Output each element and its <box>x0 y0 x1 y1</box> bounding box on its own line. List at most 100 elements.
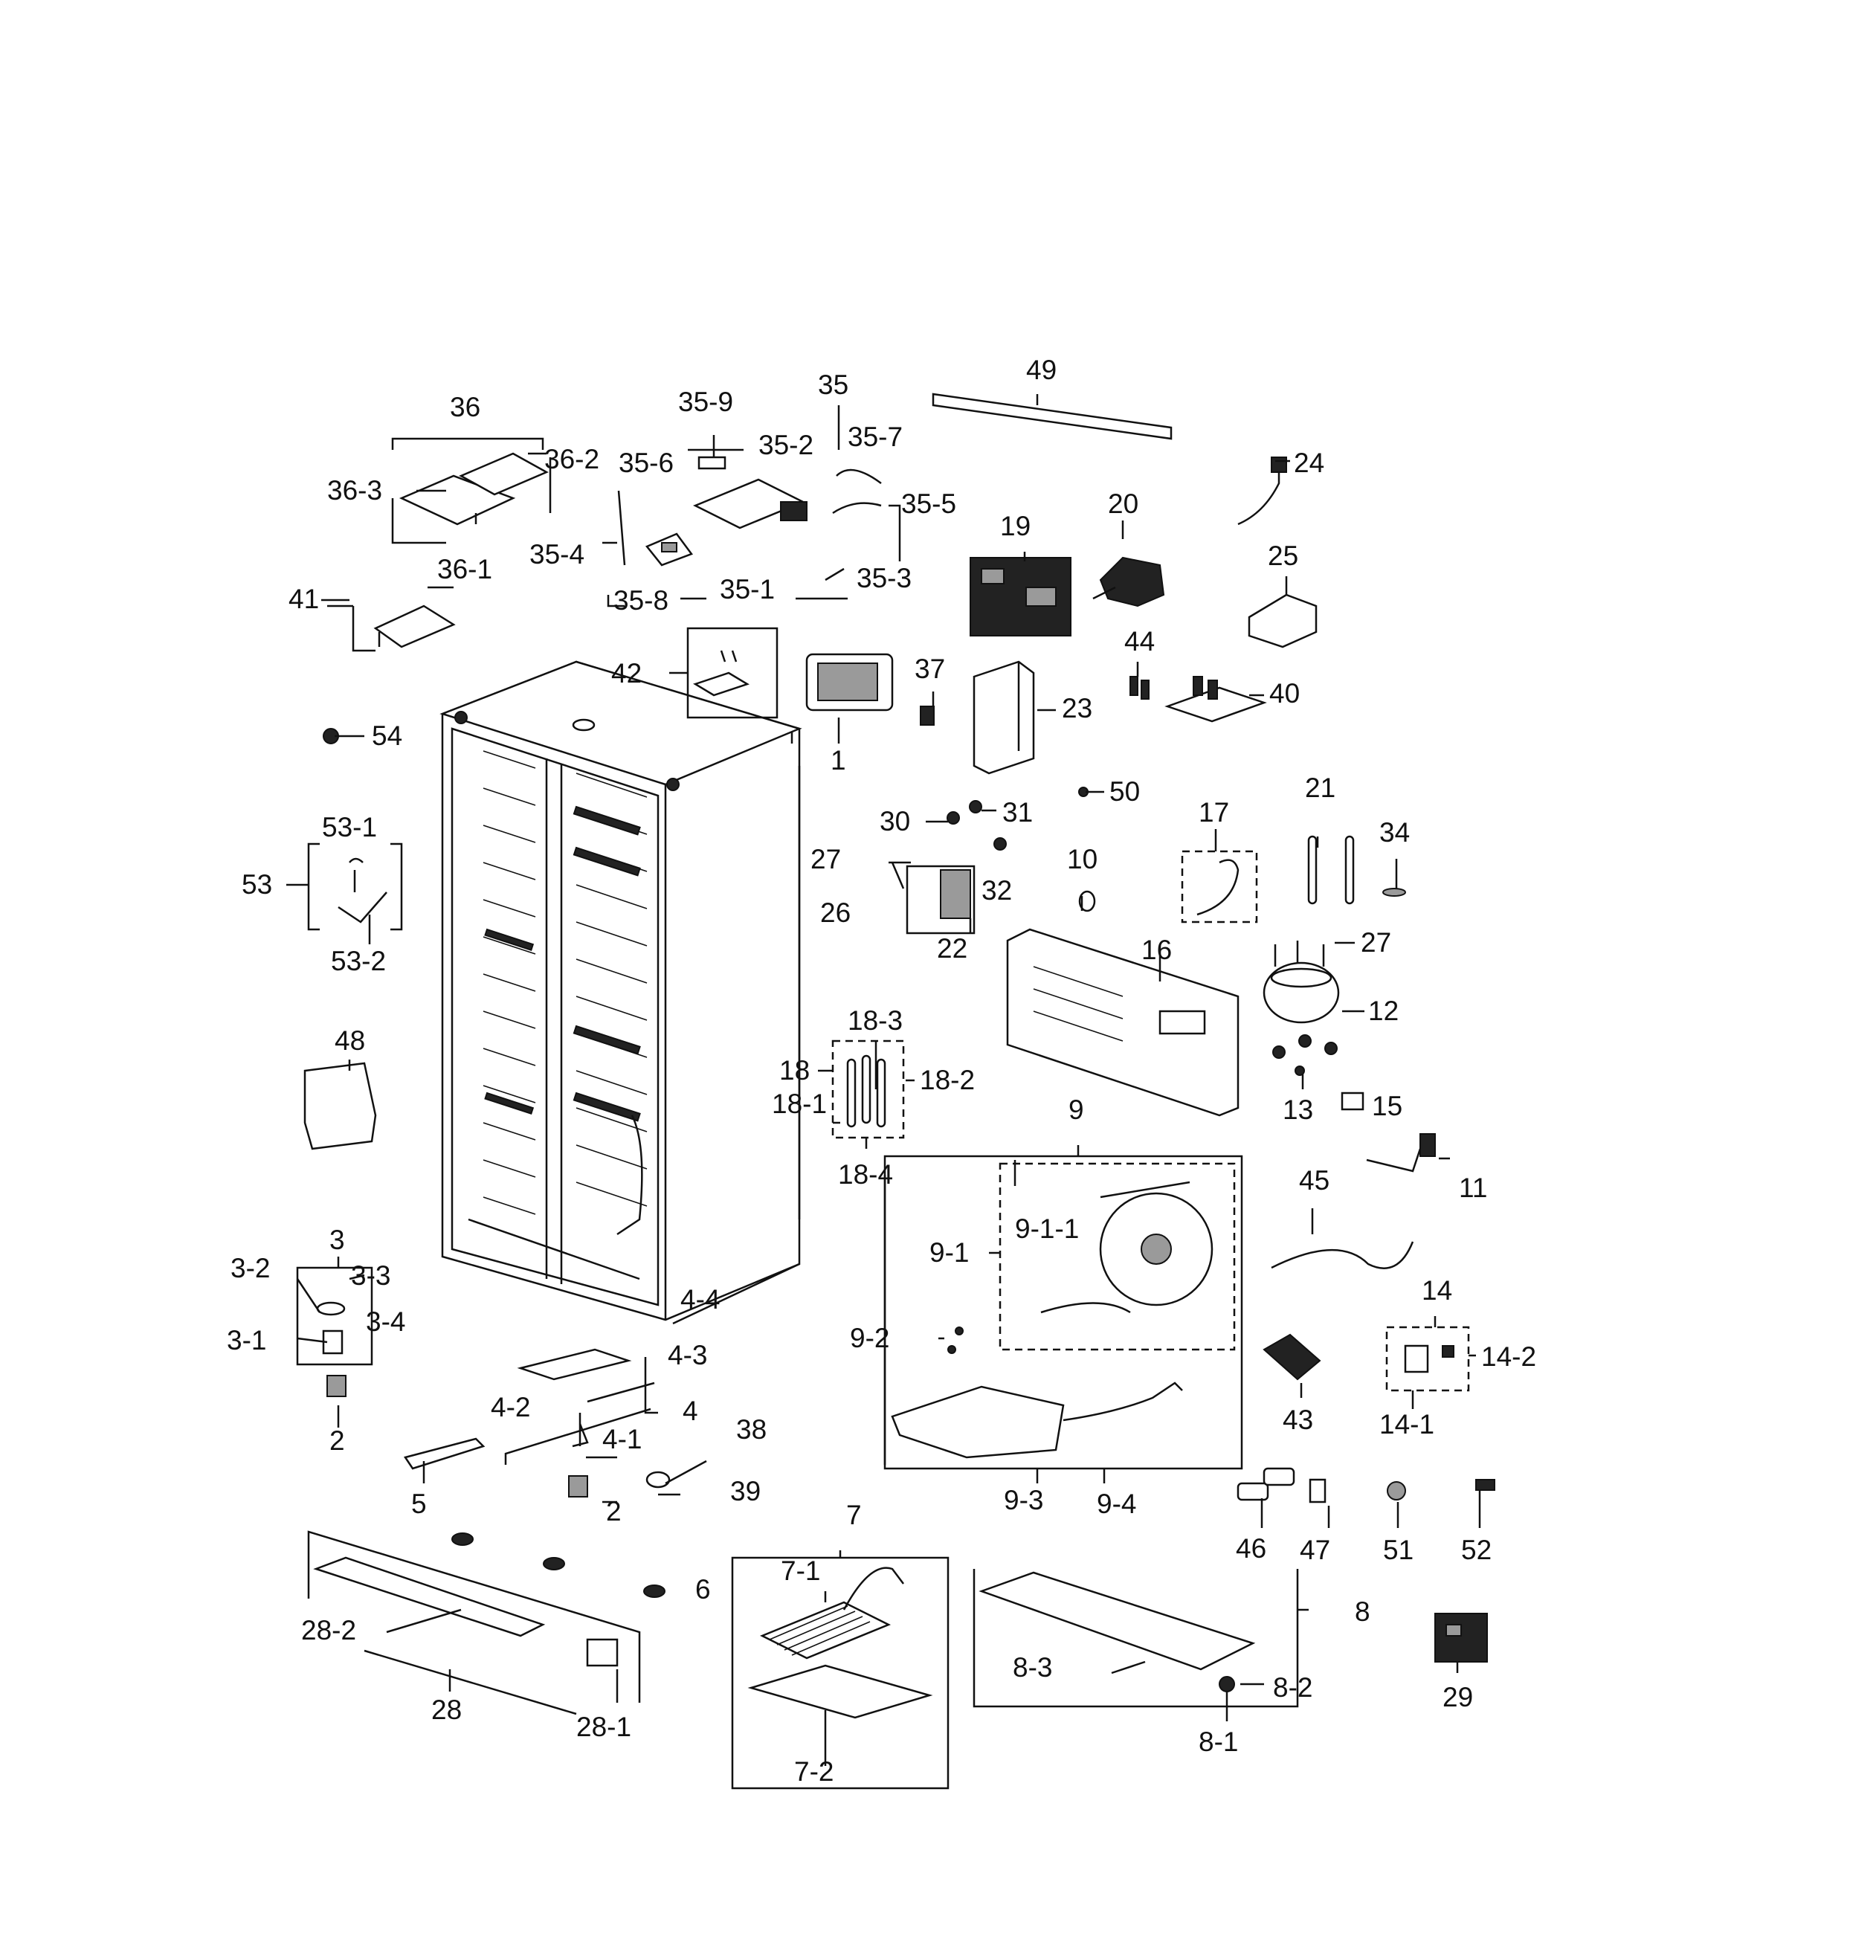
label-36-2: 36-2 <box>544 444 599 474</box>
part-19-main-pcb <box>970 557 1071 636</box>
part-11-harness <box>1366 1133 1436 1173</box>
label-35-4: 35-4 <box>529 539 584 570</box>
label-26: 26 <box>820 897 851 928</box>
label-18-3: 18-3 <box>848 1005 903 1036</box>
part-6-foot <box>451 1532 665 1598</box>
label-45: 45 <box>1299 1165 1329 1196</box>
label-10: 10 <box>1067 844 1097 874</box>
label-8-1: 8-1 <box>1199 1727 1238 1757</box>
part-53-clamp <box>307 842 403 931</box>
part-43-pcb <box>1263 1333 1321 1381</box>
part-45-wire <box>1271 1241 1414 1269</box>
part-14-valve <box>1385 1326 1470 1392</box>
part-20-damper <box>1092 556 1165 607</box>
part-34-filter <box>1382 888 1406 897</box>
label-8-3: 8-3 <box>1013 1652 1052 1683</box>
label-28: 28 <box>431 1695 462 1725</box>
part-36-cover-assembly <box>399 452 549 526</box>
part-30-31-32-50-fasteners <box>947 787 1089 851</box>
label-14: 14 <box>1422 1275 1452 1306</box>
label-7-2: 7-2 <box>794 1756 834 1787</box>
label-7: 7 <box>846 1500 862 1530</box>
part-10-plug <box>1078 890 1096 912</box>
label-23: 23 <box>1062 693 1092 723</box>
part-8-base-plate <box>973 1569 1299 1708</box>
label-50: 50 <box>1109 776 1140 807</box>
label-42: 42 <box>611 658 642 689</box>
label-7-1: 7-1 <box>781 1556 820 1586</box>
part-49-gasket-strip <box>932 393 1173 440</box>
part-38-39-roller <box>645 1471 671 1489</box>
part-51-nut <box>1387 1481 1406 1500</box>
label-35-5: 35-5 <box>901 489 956 519</box>
part-5-cover <box>403 1437 486 1470</box>
label-17: 17 <box>1199 797 1229 828</box>
label-40: 40 <box>1269 678 1300 709</box>
label-18-4: 18-4 <box>838 1159 893 1190</box>
label-9-4: 9-4 <box>1097 1489 1136 1519</box>
label-43: 43 <box>1283 1405 1313 1435</box>
label-19: 19 <box>1000 511 1031 541</box>
label-35: 35 <box>818 370 848 400</box>
label-3: 3 <box>329 1225 345 1255</box>
label-54: 54 <box>372 721 402 751</box>
part-12-compressor <box>1263 941 1340 1059</box>
part-23-cover-box <box>973 660 1035 775</box>
label-35-9: 35-9 <box>678 387 733 417</box>
label-9-3: 9-3 <box>1004 1485 1043 1515</box>
label-51: 51 <box>1383 1535 1414 1565</box>
part-52-screw <box>1475 1479 1495 1491</box>
label-21: 21 <box>1305 773 1335 803</box>
callout-labels: 36 36-3 36-2 36-1 41 35-4 35-6 35-9 35-2… <box>227 355 1536 1787</box>
label-53: 53 <box>242 869 272 900</box>
label-3-4: 3-4 <box>366 1306 405 1337</box>
label-36-3: 36-3 <box>327 475 382 506</box>
part-47-clip <box>1309 1478 1327 1503</box>
label-52: 52 <box>1461 1535 1492 1565</box>
label-28-1: 28-1 <box>576 1712 631 1742</box>
label-35-6: 35-6 <box>619 448 674 478</box>
part-13-15-small-parts <box>1295 1066 1364 1111</box>
part-16-back-panel <box>1006 928 1240 1117</box>
label-46: 46 <box>1236 1533 1266 1564</box>
part-40-bracket <box>1164 676 1267 723</box>
label-30: 30 <box>880 806 910 836</box>
label-37: 37 <box>915 654 945 684</box>
label-12: 12 <box>1368 996 1399 1026</box>
label-18-2: 18-2 <box>920 1065 975 1095</box>
part-22-relay-box <box>891 862 976 935</box>
part-9-evaporator-assembly <box>883 1155 1243 1470</box>
label-49: 49 <box>1026 355 1057 385</box>
label-53-2: 53-2 <box>331 946 386 976</box>
label-2a: 2 <box>329 1425 345 1456</box>
label-1: 1 <box>831 745 846 776</box>
label-35-3: 35-3 <box>857 563 912 593</box>
label-3-1: 3-1 <box>227 1325 266 1355</box>
label-35-8: 35-8 <box>613 585 668 616</box>
label-18-1: 18-1 <box>772 1089 827 1119</box>
label-8: 8 <box>1355 1596 1370 1627</box>
label-14-1: 14-1 <box>1379 1409 1434 1440</box>
label-8-2: 8-2 <box>1273 1672 1312 1703</box>
label-25: 25 <box>1268 541 1298 571</box>
label-4-1: 4-1 <box>602 1424 642 1454</box>
label-29: 29 <box>1443 1682 1473 1712</box>
label-4-3: 4-3 <box>668 1340 707 1370</box>
label-53-1: 53-1 <box>322 812 377 842</box>
label-4-4: 4-4 <box>680 1284 720 1315</box>
label-22: 22 <box>937 933 967 964</box>
label-2b: 2 <box>606 1496 622 1527</box>
label-39: 39 <box>730 1476 761 1506</box>
leader-lines <box>286 394 1481 1766</box>
label-38: 38 <box>736 1414 767 1445</box>
label-35-7: 35-7 <box>848 422 903 452</box>
label-34: 34 <box>1379 817 1410 848</box>
label-48: 48 <box>335 1025 365 1056</box>
part-48-cover <box>303 1062 377 1150</box>
part-21-pipes <box>1307 835 1355 905</box>
part-35-control-housing <box>617 456 882 581</box>
label-4-2: 4-2 <box>491 1392 530 1422</box>
label-14-2: 14-2 <box>1481 1341 1536 1372</box>
part-44-clip <box>1129 676 1150 700</box>
label-9-1-1: 9-1-1 <box>1015 1213 1079 1244</box>
